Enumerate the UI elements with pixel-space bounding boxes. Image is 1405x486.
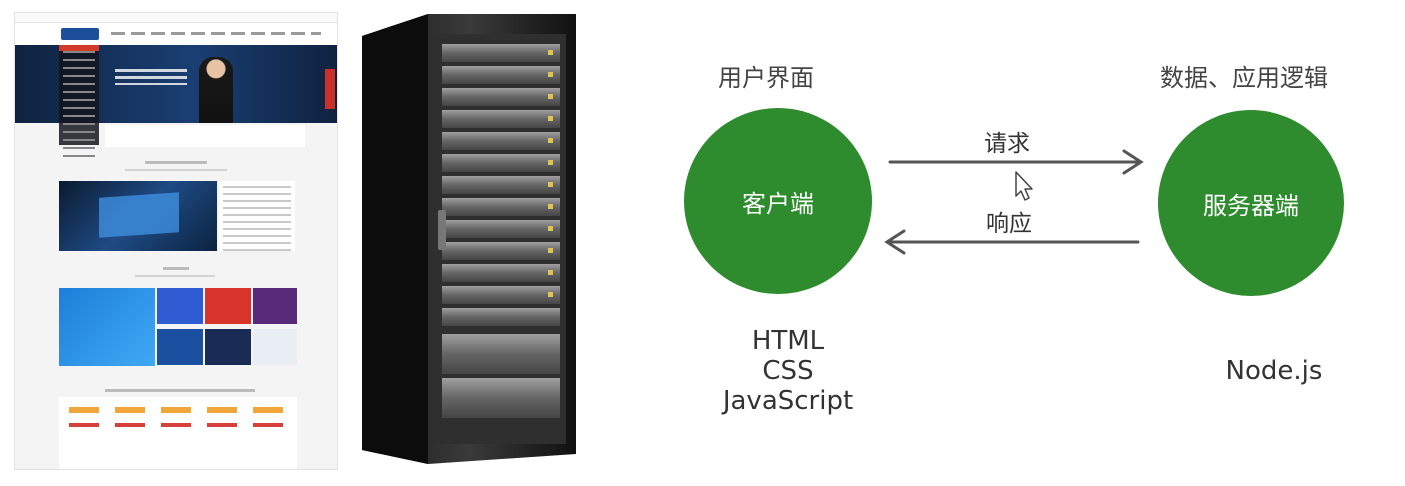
site-news-list <box>219 181 295 251</box>
request-arrow <box>888 149 1144 175</box>
site-banner-person <box>199 57 233 123</box>
site-section-title <box>163 267 189 270</box>
site-course-tile <box>253 288 297 324</box>
site-course-tile <box>157 329 203 365</box>
site-course-tile <box>157 288 203 324</box>
site-stats <box>59 397 297 469</box>
site-nav <box>111 32 321 35</box>
response-arrow <box>884 229 1140 255</box>
site-logo <box>61 28 99 40</box>
client-tech-list: HTML CSS JavaScript <box>698 326 878 416</box>
site-menu-header <box>59 45 99 51</box>
site-menu <box>59 45 99 157</box>
site-side-tag <box>325 69 335 109</box>
server-node: 服务器端 <box>1158 110 1344 296</box>
site-course-tile <box>59 288 155 366</box>
site-topbar <box>15 13 337 23</box>
server-node-label: 服务器端 <box>1203 191 1299 220</box>
server-units <box>442 44 560 418</box>
site-course-tile <box>253 329 297 365</box>
server-tech-nodejs: Node.js <box>1225 356 1323 386</box>
server-tech-list: Node.js <box>1196 356 1352 386</box>
site-course-tile <box>205 288 251 324</box>
site-section-title <box>105 389 255 392</box>
website-screenshot <box>14 12 338 470</box>
client-tech-javascript: JavaScript <box>722 386 854 416</box>
site-section-title <box>145 161 207 164</box>
response-label: 响应 <box>986 211 1032 237</box>
site-banner-text <box>115 69 187 85</box>
site-cards <box>105 125 305 147</box>
server-rack <box>362 14 576 464</box>
site-video <box>59 181 217 251</box>
client-tech-html: HTML <box>751 326 825 356</box>
server-caption: 数据、应用逻辑 <box>1160 64 1328 92</box>
site-section-subtitle <box>135 275 215 277</box>
client-node-label: 客户端 <box>742 189 814 218</box>
client-caption: 用户界面 <box>718 64 814 92</box>
client-node: 客户端 <box>684 108 872 294</box>
client-tech-css: CSS <box>762 356 814 386</box>
mouse-cursor-icon <box>1015 171 1033 201</box>
site-course-tile <box>205 329 251 365</box>
site-section-subtitle <box>125 169 227 171</box>
request-label: 请求 <box>984 131 1030 157</box>
